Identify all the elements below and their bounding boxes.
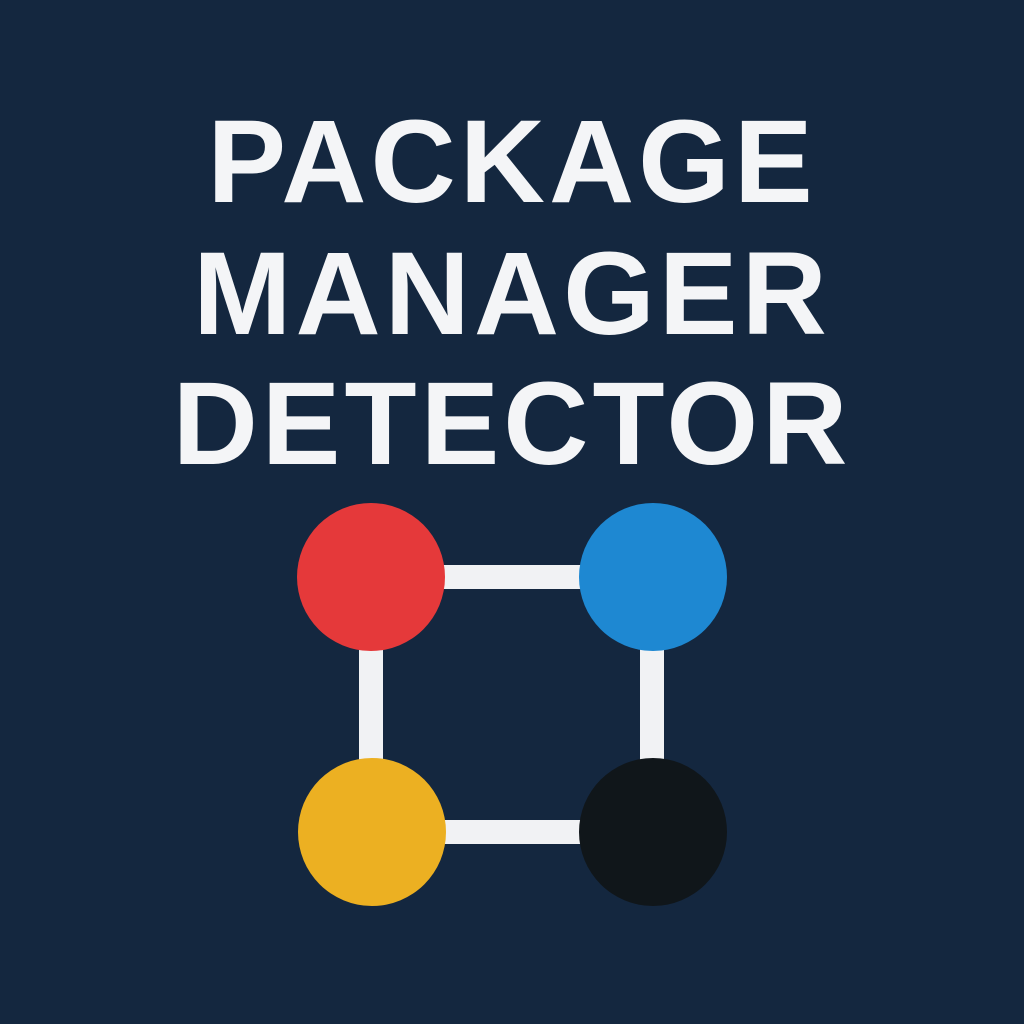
- node-red-icon: [297, 503, 445, 651]
- title-line-3: DETECTOR: [172, 358, 852, 490]
- node-black-icon: [579, 758, 727, 906]
- node-blue-icon: [579, 503, 727, 651]
- title-line-1: PACKAGE: [207, 96, 817, 228]
- node-yellow-icon: [298, 758, 446, 906]
- title-line-2: MANAGER: [193, 228, 831, 360]
